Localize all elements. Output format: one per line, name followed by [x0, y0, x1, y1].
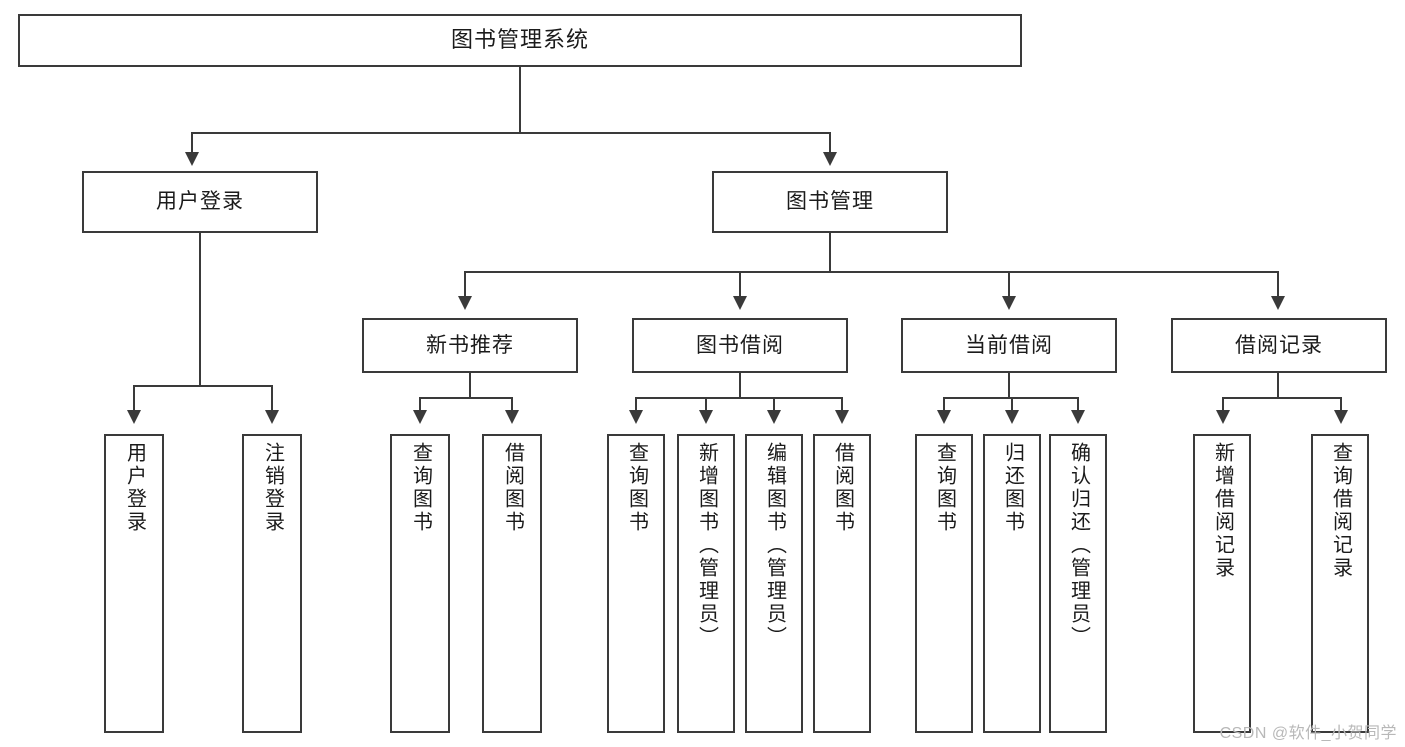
node-label: 借阅图书	[831, 442, 854, 534]
node-label: 当前借阅	[965, 333, 1053, 357]
connector-to-book-borrow	[739, 271, 741, 298]
connector-cb-leaf-1	[1011, 397, 1013, 412]
connector-to-user-login	[191, 132, 193, 154]
node-current-borrow[interactable]: 当前借阅	[901, 318, 1117, 373]
leaf-user-login[interactable]: 用户登录	[104, 434, 164, 733]
arrowhead-br-leaf-0	[1216, 410, 1230, 424]
leaf-br-query-record[interactable]: 查询借阅记录	[1311, 434, 1369, 733]
arrowhead-current-borrow	[1002, 296, 1016, 310]
node-label: 注销登录	[261, 442, 284, 534]
leaf-bb-add-book-admin[interactable]: 新增图书（管理员）	[677, 434, 735, 733]
connector-root-bus	[191, 132, 829, 134]
arrowhead-nb-leaf-0	[413, 410, 427, 424]
connector-user-login-bus	[133, 385, 272, 387]
node-root-system[interactable]: 图书管理系统	[18, 14, 1022, 67]
arrowhead-bb-leaf-0	[629, 410, 643, 424]
node-label: 新增图书（管理员）	[695, 442, 718, 649]
connector-new-book-leaf-0	[419, 397, 421, 412]
connector-cb-leaf-0	[943, 397, 945, 412]
node-new-book-recommend[interactable]: 新书推荐	[362, 318, 578, 373]
connector-to-book-manage	[829, 132, 831, 154]
connector-root-drop	[519, 67, 521, 133]
arrowhead-bb-leaf-2	[767, 410, 781, 424]
connector-level3-bus	[464, 271, 1279, 273]
connector-book-borrow-bus	[635, 397, 842, 399]
connector-user-login-drop	[199, 233, 201, 386]
leaf-bb-borrow-book[interactable]: 借阅图书	[813, 434, 871, 733]
connector-new-book-leaf-1	[511, 397, 513, 412]
node-label: 借阅图书	[501, 442, 524, 534]
arrowhead-book-borrow	[733, 296, 747, 310]
connector-new-book-drop	[469, 373, 471, 398]
arrowhead-leaf-user-login	[127, 410, 141, 424]
arrowhead-br-leaf-1	[1334, 410, 1348, 424]
connector-cb-leaf-2	[1077, 397, 1079, 412]
node-label: 借阅记录	[1235, 333, 1323, 357]
node-book-borrow[interactable]: 图书借阅	[632, 318, 848, 373]
connector-current-borrow-drop	[1008, 373, 1010, 398]
node-label: 查询借阅记录	[1329, 442, 1352, 580]
leaf-bb-query-book[interactable]: 查询图书	[607, 434, 665, 733]
leaf-logout[interactable]: 注销登录	[242, 434, 302, 733]
connector-book-manage-drop	[829, 233, 831, 272]
node-label: 归还图书	[1001, 442, 1024, 534]
connector-bb-leaf-1	[705, 397, 707, 412]
node-label: 图书管理	[786, 190, 874, 214]
arrowhead-cb-leaf-1	[1005, 410, 1019, 424]
connector-to-new-book	[464, 271, 466, 298]
arrowhead-new-book	[458, 296, 472, 310]
node-label: 新书推荐	[426, 333, 514, 357]
node-label: 新增借阅记录	[1211, 442, 1234, 580]
connector-book-borrow-drop	[739, 373, 741, 398]
leaf-nb-query-book[interactable]: 查询图书	[390, 434, 450, 733]
connector-to-borrow-record	[1277, 271, 1279, 298]
leaf-nb-borrow-book[interactable]: 借阅图书	[482, 434, 542, 733]
arrowhead-cb-leaf-0	[937, 410, 951, 424]
arrowhead-user-login	[185, 152, 199, 166]
arrowhead-nb-leaf-1	[505, 410, 519, 424]
node-label: 用户登录	[123, 442, 146, 534]
connector-user-login-leaf-0	[133, 385, 135, 412]
connector-br-leaf-0	[1222, 397, 1224, 412]
node-book-management[interactable]: 图书管理	[712, 171, 948, 233]
node-label: 图书借阅	[696, 333, 784, 357]
connector-bb-leaf-2	[773, 397, 775, 412]
leaf-cb-query-book[interactable]: 查询图书	[915, 434, 973, 733]
connector-borrow-record-drop	[1277, 373, 1279, 398]
node-label: 用户登录	[156, 190, 244, 214]
arrowhead-bb-leaf-1	[699, 410, 713, 424]
arrowhead-book-manage	[823, 152, 837, 166]
connector-new-book-bus	[419, 397, 512, 399]
node-label: 图书管理系统	[450, 27, 589, 53]
connector-borrow-record-bus	[1222, 397, 1342, 399]
connector-bb-leaf-3	[841, 397, 843, 412]
arrowhead-bb-leaf-3	[835, 410, 849, 424]
node-label: 查询图书	[933, 442, 956, 534]
node-label: 编辑图书（管理员）	[763, 442, 786, 649]
node-borrow-record[interactable]: 借阅记录	[1171, 318, 1387, 373]
arrowhead-leaf-logout	[265, 410, 279, 424]
leaf-cb-confirm-return-admin[interactable]: 确认归还（管理员）	[1049, 434, 1107, 733]
arrowhead-borrow-record	[1271, 296, 1285, 310]
node-label: 查询图书	[625, 442, 648, 534]
arrowhead-cb-leaf-2	[1071, 410, 1085, 424]
connector-br-leaf-1	[1340, 397, 1342, 412]
leaf-br-add-record[interactable]: 新增借阅记录	[1193, 434, 1251, 733]
connector-to-current-borrow	[1008, 271, 1010, 298]
leaf-bb-edit-book-admin[interactable]: 编辑图书（管理员）	[745, 434, 803, 733]
node-label: 查询图书	[409, 442, 432, 534]
leaf-cb-return-book[interactable]: 归还图书	[983, 434, 1041, 733]
node-label: 确认归还（管理员）	[1067, 442, 1090, 649]
connector-bb-leaf-0	[635, 397, 637, 412]
connector-user-login-leaf-1	[271, 385, 273, 412]
node-user-login[interactable]: 用户登录	[82, 171, 318, 233]
